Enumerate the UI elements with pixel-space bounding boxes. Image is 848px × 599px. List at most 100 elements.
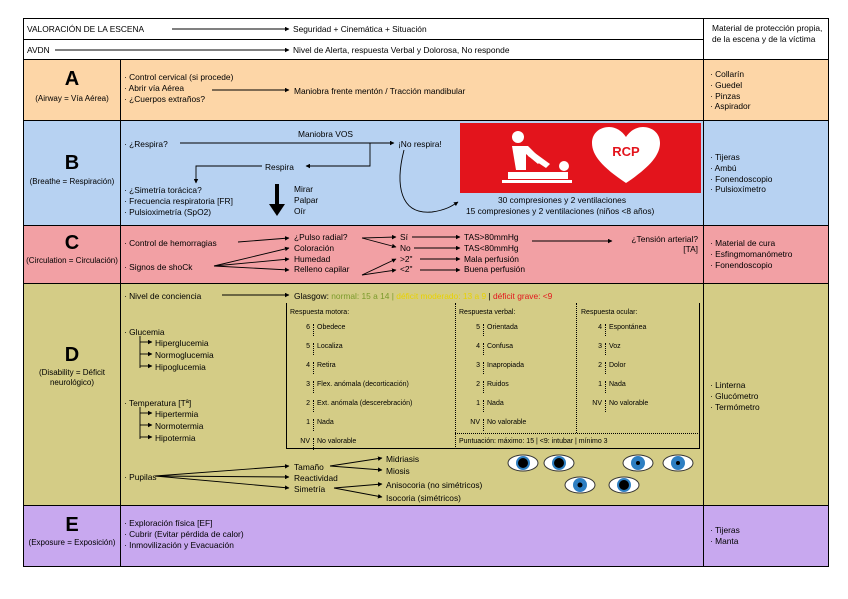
glasgow-divider-1 xyxy=(455,303,456,449)
b-mirar-list: Mirar Palpar Oír xyxy=(294,184,318,216)
left-column-divider xyxy=(120,59,121,567)
d-glasgow-sep: | xyxy=(488,291,491,301)
d-midriasis: Midriasis xyxy=(386,454,420,464)
section-b-letter: B xyxy=(64,152,80,174)
motora-title: Respuesta motora: xyxy=(290,309,350,316)
arrow-c-signo-1 xyxy=(213,246,290,267)
section-b-material: · Tijeras · Ambú · Fonendoscopio · Pulsi… xyxy=(710,152,772,195)
arrow-b-respira-back xyxy=(305,143,371,169)
arrow-c-relleno-lt xyxy=(361,268,397,276)
d-normoglucemia: Normoglucemia xyxy=(155,350,214,360)
e-item-cubrir: · Cubrir (Evitar pérdida de calor) xyxy=(124,528,244,539)
arrow-b-thick-head xyxy=(269,204,285,216)
d-normotermia: Normotermia xyxy=(155,421,204,431)
arrow-d-anisocoria xyxy=(333,482,383,489)
row-d xyxy=(23,283,829,506)
section-e-sub: (Exposure = Exposición) xyxy=(28,538,116,547)
section-a-letter: A xyxy=(64,68,80,90)
d-hiperglucemia: Hiperglucemia xyxy=(155,338,209,348)
c-sign-humedad: Humedad xyxy=(294,253,331,264)
section-d-sub: (Disability = Déficit neurológico) xyxy=(38,368,105,387)
b-material-2: · Ambú xyxy=(710,162,737,173)
cpr-person-icon xyxy=(502,131,572,183)
a-material-3: · Pinzas xyxy=(710,90,741,101)
section-c-material: · Material de cura · Esfingmomanómetro ·… xyxy=(710,238,792,270)
e-material-2: · Manta xyxy=(710,535,739,546)
b-material-1: · Tijeras xyxy=(710,152,740,162)
b-items: · ¿Simetría torácica? · Frecuencia respi… xyxy=(124,185,233,217)
b-respira-question: · ¿Respira? xyxy=(124,139,168,149)
d-pupil-tamano: Tamaño xyxy=(294,462,324,472)
section-a-items: · Control cervical (si procede) · Abrir … xyxy=(124,72,233,104)
rcp-text-1: 30 compresiones y 2 ventilaciones xyxy=(498,195,627,205)
b-oir: Oír xyxy=(294,205,306,216)
c-mid: Sí No >2" <2" xyxy=(400,232,413,275)
d-pupil-reactividad: Reactividad xyxy=(294,472,338,483)
right-column-divider xyxy=(703,18,704,567)
c-material-3: · Fonendoscopio xyxy=(710,259,773,270)
d-hipertermia: Hipertermia xyxy=(155,409,199,419)
c-mid-si: Sí xyxy=(400,232,408,242)
a-maniobra-text: Maniobra frente mentón / Tracción mandib… xyxy=(294,86,466,96)
arrow-c-pulso-si xyxy=(361,234,397,240)
header-row1-label: VALORACIÓN DE LA ESCENA xyxy=(27,24,145,34)
arrow-b-no-respira-curve xyxy=(399,149,459,213)
b-material-4: · Pulsioxímetro xyxy=(710,184,766,195)
d-isocoria: Isocoria (simétricos) xyxy=(386,493,461,503)
e-material-1: · Tijeras xyxy=(710,525,740,535)
c-material-2: · Esfingmomanómetro xyxy=(710,248,793,259)
ocular-title: Respuesta ocular: xyxy=(581,309,638,316)
section-d-letter: D xyxy=(64,344,80,366)
arrow-d-miosis xyxy=(329,465,383,472)
section-c-letter: C xyxy=(64,232,80,254)
rcp-text-2: 15 compresiones y 2 ventilaciones (niños… xyxy=(466,206,655,216)
a-material-2: · Guedel xyxy=(710,79,743,90)
arrow-d-midriasis xyxy=(329,456,383,467)
header-right-text: Material de protección propia, de la esc… xyxy=(712,23,823,44)
eye-icon-miosis-pair xyxy=(622,454,694,472)
d-anisocoria: Anisocoria (no simétricos) xyxy=(386,480,483,490)
section-a-sub: (Airway = Vía Aérea) xyxy=(35,94,109,103)
b-no-respira: ¡No respira! xyxy=(398,139,442,149)
b-respira: Respira xyxy=(265,162,294,172)
c-sign-pulso: ¿Pulso radial? xyxy=(294,232,348,242)
glasgow-divider-2 xyxy=(576,303,577,433)
section-e-letter: E xyxy=(65,514,79,536)
header-row1-value: Seguridad + Cinemática + Situación xyxy=(293,24,427,34)
b-item-simetria: · ¿Simetría torácica? xyxy=(124,185,202,195)
section-e-items: · Exploración física [EF] · Cubrir (Evit… xyxy=(124,518,244,550)
c-control: · Control de hemorragias xyxy=(124,238,217,248)
c-sign-relleno: Relleno capilar xyxy=(294,264,350,275)
c-mid-no: No xyxy=(400,242,411,253)
b-material-3: · Fonendoscopio xyxy=(710,173,773,184)
eye-icon-midriasis-pair xyxy=(507,454,575,472)
header-divider xyxy=(23,39,703,40)
header-row2-value: Nivel de Alerta, respuesta Verbal y Dolo… xyxy=(293,45,510,55)
c-tension: ¿Tensión arterial? [TA] xyxy=(631,234,698,254)
c-signs: ¿Pulso radial? Coloración Humedad Rellen… xyxy=(294,232,349,275)
arrow-c-pulso-no xyxy=(361,237,397,249)
row-e xyxy=(23,505,829,567)
d-nivel: · Nivel de conciencia xyxy=(124,291,202,301)
c-result-tas-high: TAS>80mmHg xyxy=(464,232,519,242)
c-sign-coloracion: Coloración xyxy=(294,242,335,253)
a-item-cuerpos: · ¿Cuerpos extraños? xyxy=(124,93,205,104)
d-glasgow-severe: déficit grave: <9 xyxy=(492,291,553,301)
glasgow-puntuacion: Puntuación: máximo: 15 | <9: intubar | m… xyxy=(459,438,608,445)
d-material-2: · Glucómetro xyxy=(710,390,759,401)
glasgow-table xyxy=(286,303,700,449)
rcp-label: RCP xyxy=(612,144,640,159)
heart-icon xyxy=(592,127,660,183)
section-e-material: · Tijeras · Manta xyxy=(710,525,740,547)
row-c xyxy=(23,225,829,284)
d-pupilas: · Pupilas xyxy=(124,472,157,482)
d-pupil-simetria: Simetría xyxy=(294,483,326,494)
arrow-c-relleno-gt xyxy=(361,258,397,276)
arrow-d-pup-sim xyxy=(154,475,290,490)
c-result-mala: Mala perfusión xyxy=(464,253,519,264)
d-temp-items: Hipertermia Normotermia Hipotermia xyxy=(155,408,203,444)
verbal-title: Respuesta verbal: xyxy=(459,309,516,316)
section-b-sub: (Breathe = Respiración) xyxy=(29,177,115,186)
d-hipotermia: Hipotermia xyxy=(155,433,196,443)
a-item-via-aerea: · Abrir vía Aérea xyxy=(124,82,185,93)
